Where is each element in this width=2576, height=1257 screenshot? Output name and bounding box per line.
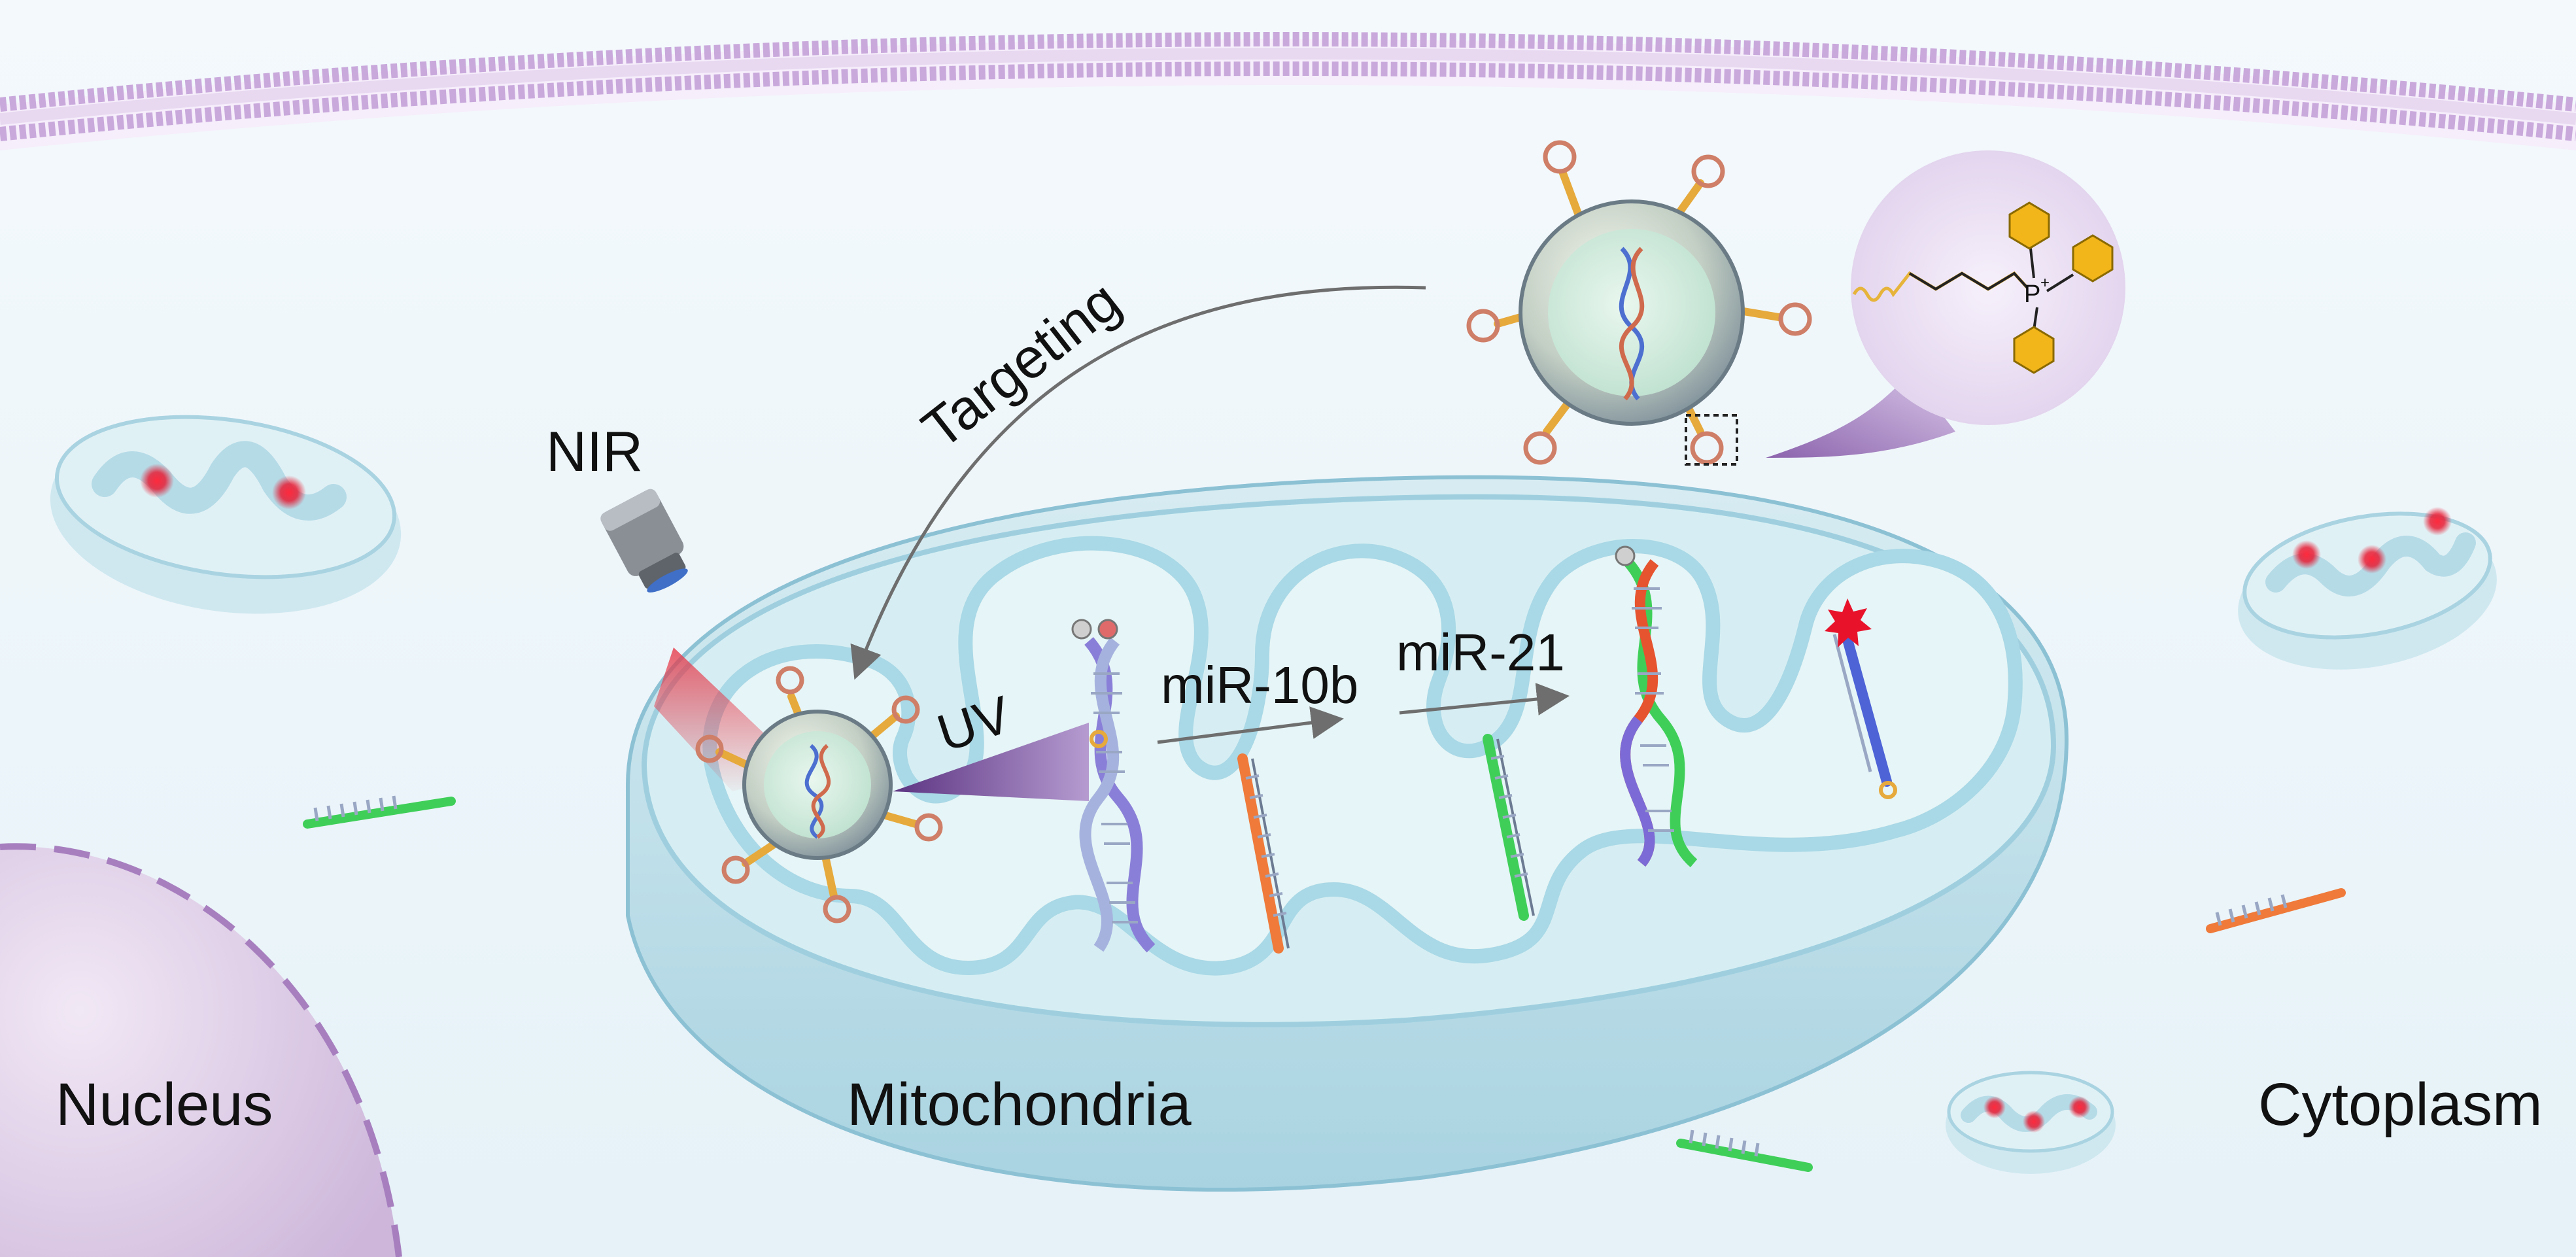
- phosphonium-charge: +: [2040, 274, 2050, 292]
- phenyl-ring-icon: [2072, 234, 2114, 283]
- phenyl-ring-icon: [2008, 201, 2050, 250]
- caged-dna-probe: [1071, 619, 1156, 953]
- tpp-zoom-bubble: P +: [1766, 150, 2125, 458]
- small-mitochondrion-bottom: [1946, 1071, 2116, 1174]
- alkyl-linker: [1852, 271, 2029, 302]
- small-mitochondrion-right: [2238, 507, 2497, 670]
- nanoparticle-top: [1466, 140, 1812, 466]
- fluorescence-dot: [2069, 1096, 2091, 1118]
- fluorescence-dot: [2358, 545, 2386, 574]
- mir10b-arrow: [1157, 706, 1344, 744]
- cytoplasm-label: Cytoplasm: [2258, 1071, 2543, 1138]
- nucleus-label: Nucleus: [56, 1071, 273, 1138]
- large-mitochondrion: [626, 475, 2069, 1192]
- nanoparticle-in-mitochondrion: [695, 666, 943, 923]
- fluorescence-dot: [2023, 1111, 2045, 1133]
- zoom-box: [1685, 414, 1738, 466]
- free-mirna-strand: [2206, 888, 2346, 933]
- nucleus: [0, 843, 402, 1257]
- free-mirna-strand: [1676, 1129, 1813, 1172]
- uv-beam: [893, 723, 1089, 801]
- mir10b-label: miR-10b: [1161, 656, 1358, 714]
- mir10b-duplex: [1237, 753, 1290, 954]
- small-mitochondrion-left: [50, 415, 402, 614]
- mir21-duplex: [1483, 734, 1535, 921]
- free-mirna-strand: [303, 795, 456, 829]
- fluorescence-dot: [2292, 540, 2321, 569]
- nir-label: NIR: [546, 421, 643, 483]
- targeting-arrow: [850, 285, 1426, 680]
- phosphonium-p: P: [2024, 281, 2040, 308]
- released-dna-helix: [1615, 545, 1698, 868]
- fluorescence-dot: [1984, 1096, 2006, 1118]
- phenyl-ring-icon: [2013, 326, 2055, 374]
- mir21-arrow: [1399, 683, 1570, 715]
- fluorescence-dot: [2423, 507, 2452, 536]
- cell-membrane: [0, 32, 2576, 150]
- fluorescent-probe: [1825, 598, 1897, 799]
- mir21-label: miR-21: [1396, 623, 1565, 681]
- fluorescence-dot: [272, 475, 306, 509]
- fluorescence-dot: [140, 464, 174, 498]
- mitochondria-label: Mitochondria: [847, 1071, 1192, 1138]
